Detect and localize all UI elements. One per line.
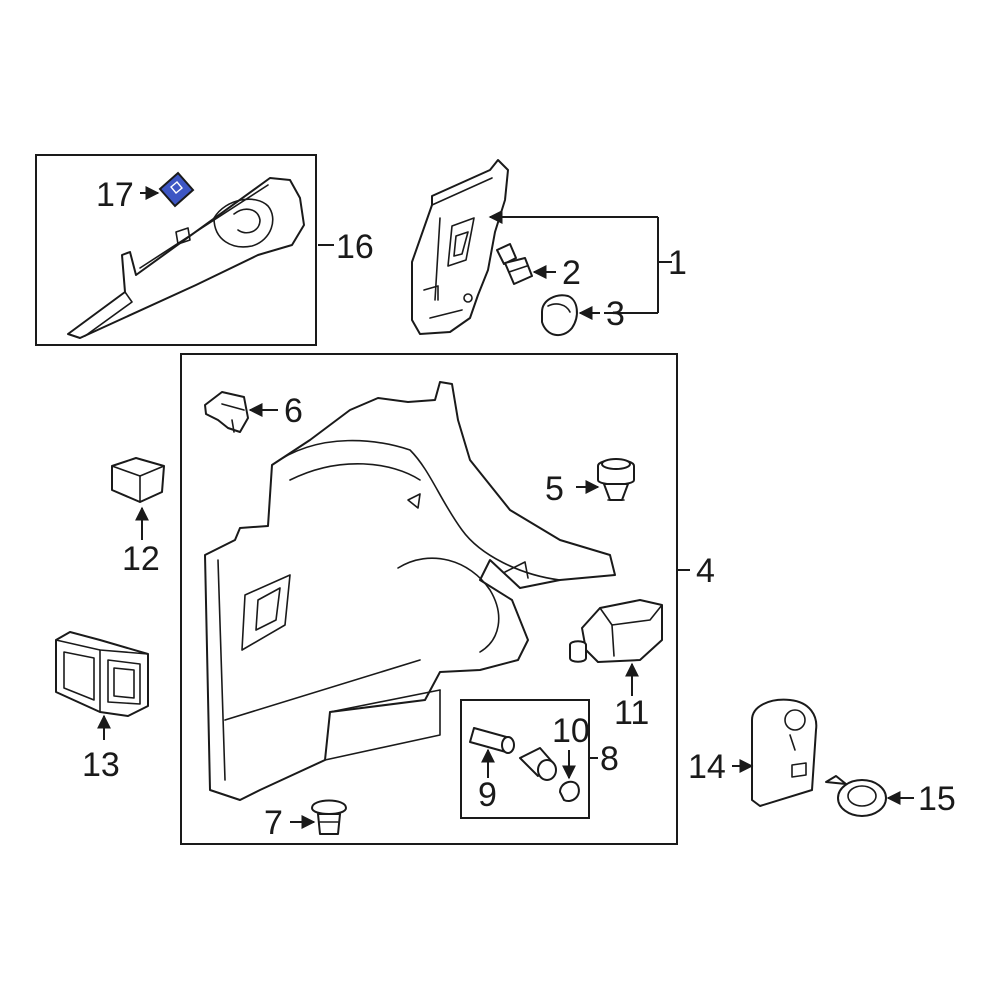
part-6-clip[interactable] xyxy=(204,391,249,433)
part-8-sleeve[interactable] xyxy=(519,747,557,781)
part-2-bolt[interactable] xyxy=(496,243,533,285)
part-1-pillar-trim[interactable] xyxy=(411,159,509,335)
callout-16: 16 xyxy=(336,228,374,266)
part-13-switch[interactable] xyxy=(55,631,149,717)
group-box-16 xyxy=(35,154,317,346)
callout-1: 1 xyxy=(668,244,687,282)
callout-6: 6 xyxy=(284,392,303,430)
callout-3: 3 xyxy=(606,295,625,333)
callout-15: 15 xyxy=(918,780,956,818)
callout-10: 10 xyxy=(552,712,590,750)
part-9-pin[interactable] xyxy=(469,727,515,754)
part-11-lamp-housing[interactable] xyxy=(569,599,663,663)
callout-7: 7 xyxy=(264,804,283,842)
part-5-push-pin[interactable] xyxy=(597,458,635,501)
callout-11: 11 xyxy=(614,694,649,732)
callout-13: 13 xyxy=(82,746,120,784)
group-box-4 xyxy=(180,353,678,845)
part-3-cap[interactable] xyxy=(541,294,578,337)
callout-17: 17 xyxy=(96,176,134,214)
part-4-quarter-trim[interactable] xyxy=(204,381,616,801)
callout-12: 12 xyxy=(122,540,160,578)
part-12-clip[interactable] xyxy=(111,457,165,503)
part-15-grommet[interactable] xyxy=(825,775,887,817)
callout-5: 5 xyxy=(545,470,564,508)
part-16-trim-panel[interactable] xyxy=(67,177,305,339)
part-7-push-pin[interactable] xyxy=(311,799,347,835)
callout-2: 2 xyxy=(562,254,581,292)
callout-14: 14 xyxy=(688,748,726,786)
callout-4: 4 xyxy=(696,552,715,590)
callout-9: 9 xyxy=(478,776,497,814)
part-10-ring[interactable] xyxy=(559,780,580,802)
callout-8: 8 xyxy=(600,740,619,778)
part-14-cover[interactable] xyxy=(751,698,818,807)
part-17-clip-highlighted[interactable] xyxy=(158,171,195,208)
